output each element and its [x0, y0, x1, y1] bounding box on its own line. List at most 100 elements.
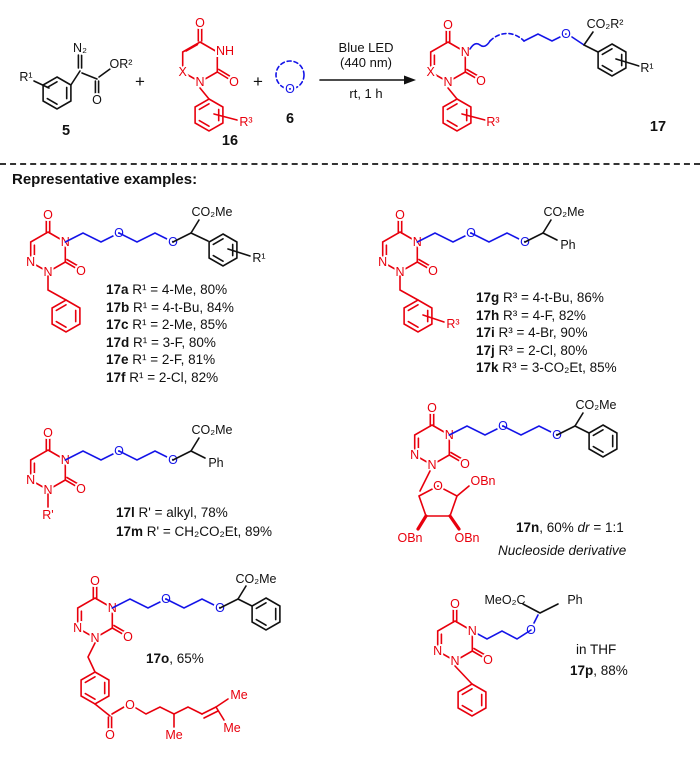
bond — [542, 232, 558, 241]
oxygen-label: O — [76, 264, 86, 278]
carbonyl-double-bond — [197, 28, 203, 42]
me-label: Me — [223, 721, 240, 735]
peg-chain — [111, 598, 167, 609]
dashed-separator — [0, 163, 700, 165]
bond — [574, 412, 584, 427]
crossed-bond — [461, 113, 486, 121]
caption-17p-solvent: in THF — [576, 641, 616, 659]
nucleoside-note: Nucleoside derivative — [498, 543, 627, 558]
me-label: Me — [165, 728, 182, 742]
obn-label: OBn — [397, 531, 422, 545]
structure-6: O 6 — [275, 60, 305, 129]
plus-sign: + — [135, 72, 145, 91]
ph-label: Ph — [560, 238, 575, 252]
r1-label: R¹ — [19, 70, 32, 84]
oxygen-label: O — [427, 401, 437, 415]
ring-double-bond — [185, 43, 199, 52]
compound-number-5: 5 — [62, 123, 70, 139]
structure-17g-k: O O N N N R³ O O CO₂Me Ph — [376, 203, 586, 333]
plus-sign: + — [253, 72, 263, 91]
wedge-bond — [448, 514, 461, 531]
nitrogen-label: N — [410, 448, 419, 462]
oxygen-label: O — [43, 208, 53, 222]
caption-line: 17a R¹ = 4-Me, 80% — [106, 282, 228, 297]
butyl-chain — [471, 629, 532, 640]
structure-17l-m: O O N N N R' O O CO₂Me Ph — [24, 421, 234, 524]
oxygen-label: O — [285, 82, 295, 96]
bond — [98, 68, 111, 78]
peg-chain — [118, 232, 174, 243]
caption-17p: 17p, 88% — [570, 662, 628, 680]
meo2c-label: MeO₂C — [485, 593, 526, 607]
oxygen-label: O — [561, 27, 571, 41]
oxygen-label: O — [90, 574, 100, 588]
caption-17o: 17o, 65% — [146, 650, 204, 668]
oxygen-label: O — [483, 653, 493, 667]
bond — [574, 425, 590, 434]
peg-chain — [416, 232, 472, 243]
caption-line: 17b R¹ = 4-t-Bu, 84% — [106, 299, 234, 315]
alkyl-chain — [135, 706, 203, 715]
triazinone-ring — [429, 30, 479, 83]
ph-label: Ph — [208, 456, 223, 470]
nh-label: NH — [216, 44, 234, 58]
condition-line3: rt, 1 h — [349, 86, 382, 101]
benzyl-ring — [51, 299, 81, 333]
nitrogen-label: N — [195, 75, 204, 89]
nitrogen-label: N — [427, 458, 436, 472]
nitrogen-label: N — [43, 483, 52, 497]
nitrogen-label: N — [26, 255, 35, 269]
nitrogen-label: N — [90, 631, 99, 645]
oxygen-label: O — [43, 426, 53, 440]
caption-line: 17d R¹ = 3-F, 80% — [106, 334, 216, 350]
r3-label: R³ — [446, 317, 459, 331]
caption-line: 17i R³ = 4-Br, 90% — [476, 325, 588, 340]
caption-line: in THF — [576, 642, 617, 657]
compound-number-6: 6 — [286, 111, 294, 127]
bond — [172, 232, 192, 243]
obn-label: OBn — [454, 531, 479, 545]
caption-line: 17l R' = alkyl, 78% — [116, 505, 228, 520]
section-header: Representative examples: — [12, 171, 198, 188]
carbonyl-double-bond — [107, 716, 113, 730]
caption-17n: 17n, 60% dr = 1:1 — [516, 519, 624, 537]
bond — [522, 603, 559, 614]
compound-number-17: 17 — [650, 119, 666, 135]
nitrogen-label: N — [73, 621, 82, 635]
peg-chain — [165, 598, 221, 609]
peg-chain — [448, 425, 504, 436]
benzyl-ring — [80, 671, 110, 705]
ether-chain — [523, 33, 567, 42]
compound-number-16: 16 — [222, 133, 238, 149]
bond — [190, 232, 209, 242]
nitrogen-label: N — [433, 644, 442, 658]
bond — [215, 698, 229, 708]
caption-line: 17f R¹ = 2-Cl, 82% — [106, 369, 219, 385]
alkene-double-bond — [201, 706, 219, 719]
nitrogen-label: N — [450, 654, 459, 668]
r3-label: R³ — [486, 115, 499, 129]
obn-label: OBn — [470, 474, 495, 488]
bond — [583, 31, 594, 46]
bond — [70, 70, 81, 86]
reaction-arrow: Blue LED (440 nm) rt, 1 h — [319, 40, 416, 101]
oxygen-label: O — [195, 16, 205, 30]
me-label: Me — [230, 688, 247, 702]
caption-line: 17g R³ = 4-t-Bu, 86% — [476, 290, 604, 305]
carbonyl-double-bond — [94, 80, 100, 95]
structure-16: O O NH N X R³ 16 — [177, 14, 255, 151]
caption-17l-m: 17l R' = alkyl, 78% 17m R' = CH₂CO₂Et, 8… — [116, 503, 272, 541]
caption-line: 17o, 65% — [146, 651, 204, 666]
oxygen-label: O — [105, 728, 115, 742]
bond — [583, 44, 599, 53]
benzyl-bond — [399, 275, 419, 301]
nitrogen-label: N — [378, 255, 387, 269]
peg-chain — [64, 232, 120, 243]
nitrogen-label: N — [443, 75, 452, 89]
bond — [111, 706, 125, 715]
bond — [172, 450, 192, 461]
caption-line: 17e R¹ = 2-F, 81% — [106, 352, 216, 367]
oxygen-label: O — [123, 630, 133, 644]
co2r2-label: CO₂R² — [587, 17, 624, 31]
